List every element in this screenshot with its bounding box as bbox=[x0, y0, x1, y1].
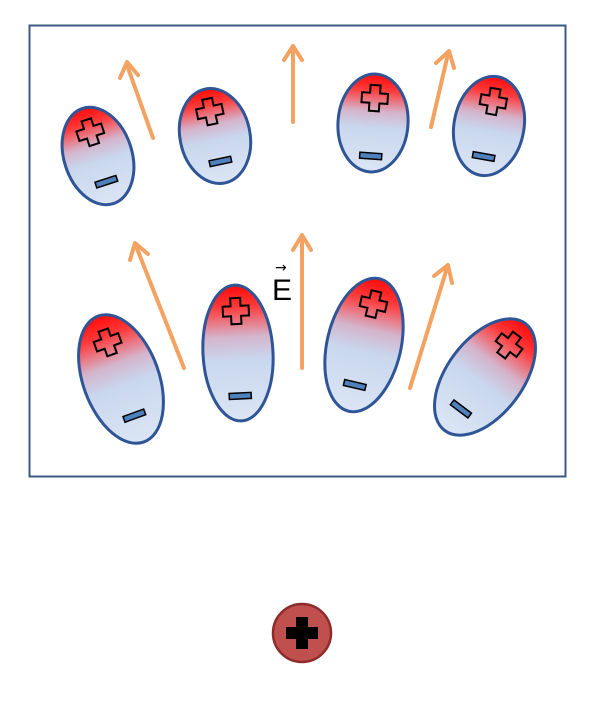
minus-icon bbox=[122, 408, 147, 424]
minus-icon bbox=[449, 398, 473, 420]
minus-icon bbox=[358, 151, 383, 161]
field-arrows bbox=[118, 44, 456, 390]
plus-icon bbox=[478, 86, 509, 117]
dipole-molecule bbox=[177, 86, 253, 186]
dipole-molecule bbox=[60, 105, 136, 207]
minus-icon bbox=[208, 155, 233, 168]
minus-icon bbox=[342, 378, 368, 392]
dipole-molecule bbox=[336, 72, 410, 174]
plus-icon bbox=[286, 617, 318, 649]
plus-icon bbox=[358, 289, 389, 320]
field-arrow bbox=[118, 60, 155, 140]
point-charge bbox=[271, 602, 333, 664]
dipole-molecule bbox=[323, 276, 405, 414]
plus-icon bbox=[75, 117, 106, 148]
field-label-text: E bbox=[272, 274, 292, 307]
plus-icon bbox=[194, 96, 225, 127]
field-arrow bbox=[282, 44, 304, 124]
plus-icon bbox=[494, 330, 524, 360]
field-vector-arrow-glyph: → bbox=[275, 260, 287, 276]
dipole-molecules bbox=[60, 72, 537, 445]
field-arrow bbox=[291, 233, 313, 370]
dipole-molecule bbox=[451, 74, 527, 178]
minus-icon bbox=[94, 174, 119, 189]
dipole-molecule bbox=[77, 313, 165, 445]
field-arrow bbox=[408, 263, 454, 390]
plus-icon bbox=[221, 296, 251, 326]
field-arrow bbox=[128, 241, 186, 370]
dipole-molecule bbox=[433, 317, 537, 437]
field-label: E → bbox=[272, 260, 292, 307]
field-arrow bbox=[429, 49, 456, 129]
minus-icon bbox=[471, 150, 496, 163]
plus-icon bbox=[92, 327, 123, 358]
plus-icon bbox=[360, 83, 390, 113]
dipole-molecule bbox=[201, 283, 275, 423]
minus-icon bbox=[228, 391, 253, 401]
